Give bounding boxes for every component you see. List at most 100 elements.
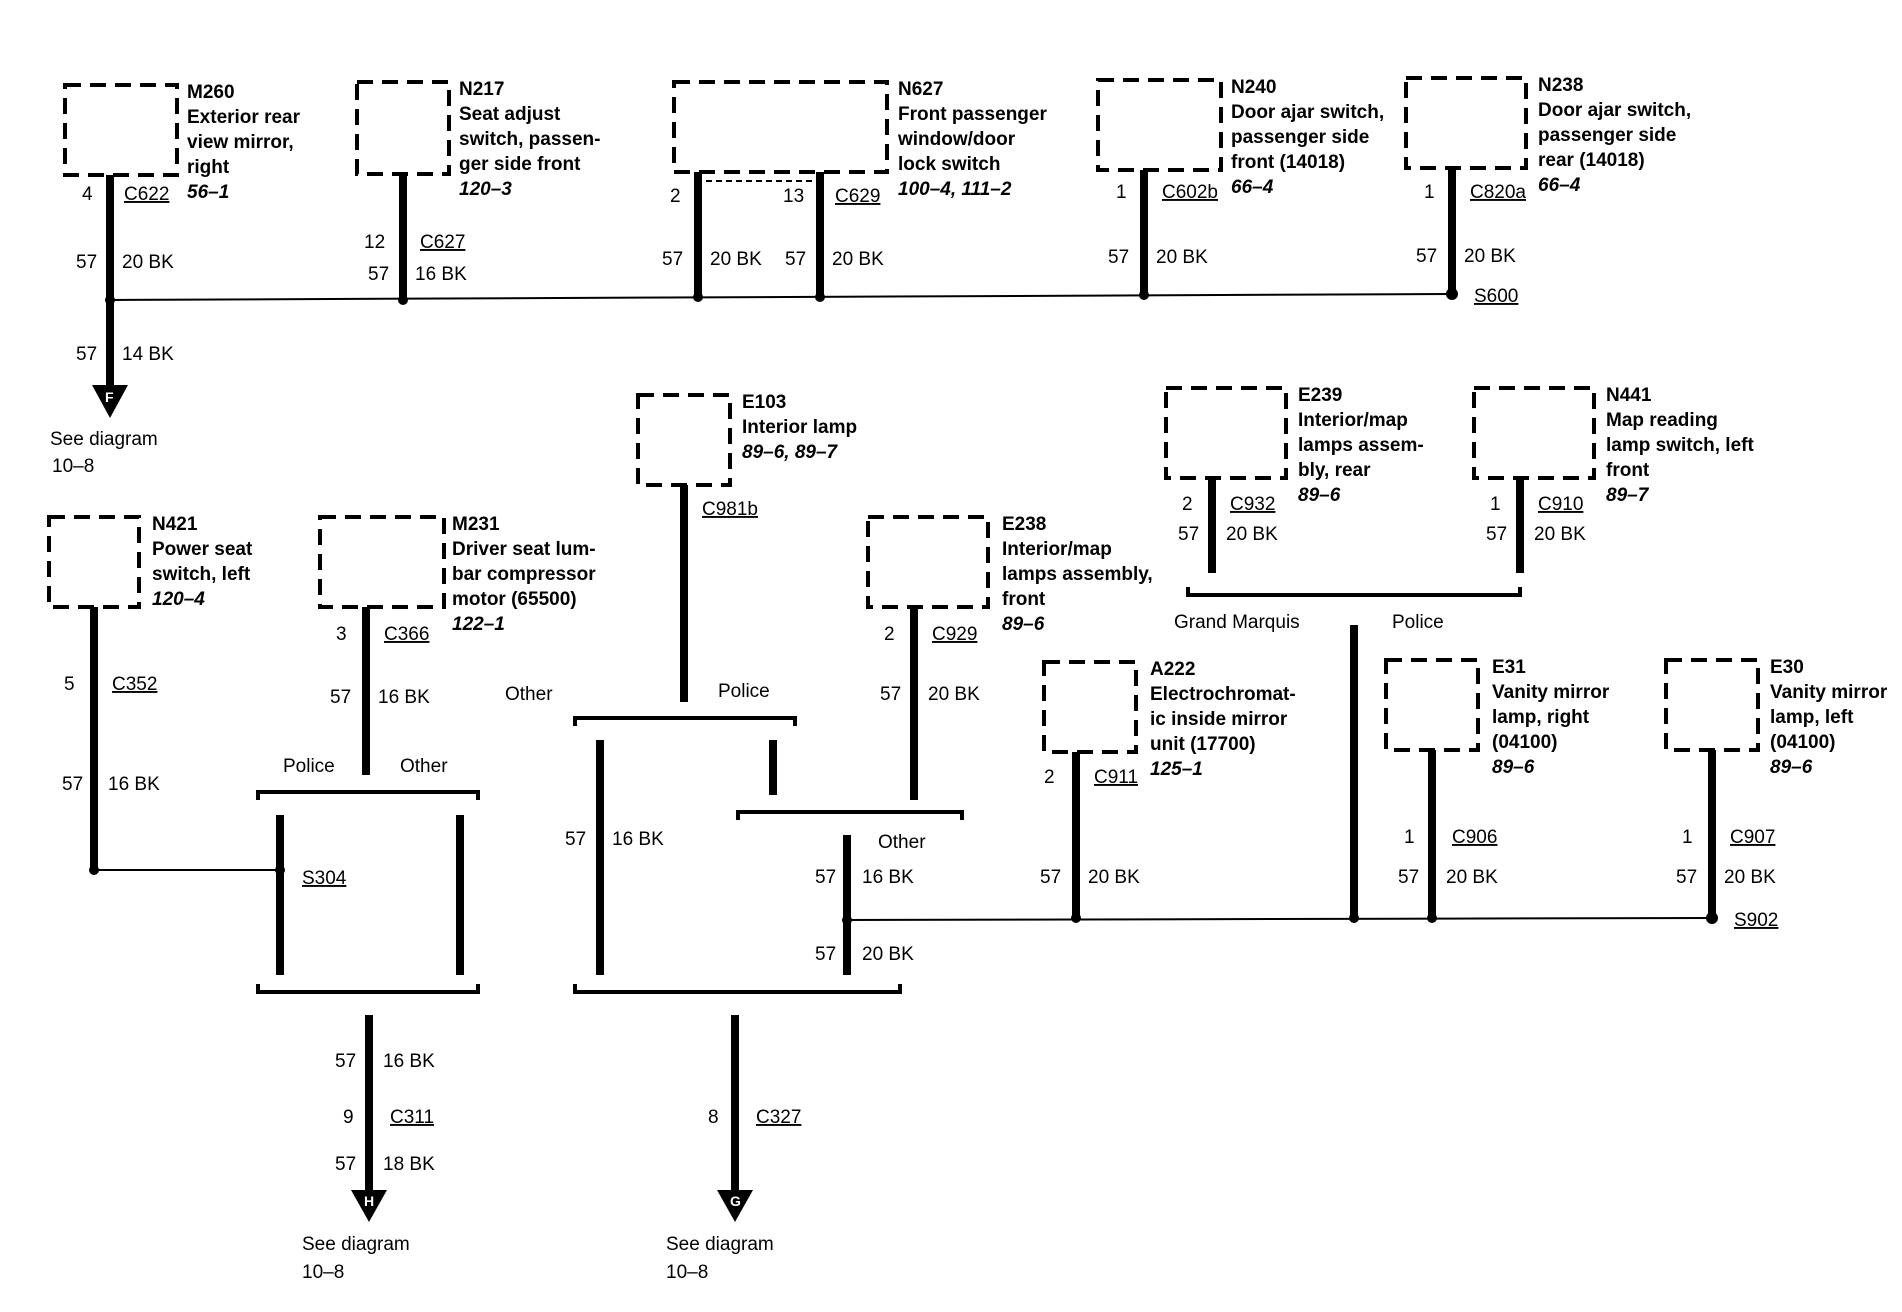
- svg-text:89–6: 89–6: [1492, 757, 1535, 778]
- svg-text:16 BK: 16 BK: [383, 1051, 435, 1072]
- svg-text:16 BK: 16 BK: [108, 774, 160, 795]
- svg-text:bly, rear: bly, rear: [1298, 460, 1371, 481]
- svg-text:Police: Police: [283, 756, 335, 777]
- splice-s902: S902: [1734, 910, 1778, 931]
- svg-text:lamp switch, left: lamp switch, left: [1606, 435, 1754, 456]
- component-n421: N421 Power seat switch, left 120–4: [47, 514, 253, 610]
- svg-text:10–8: 10–8: [52, 456, 94, 477]
- grand-marquis-bracket: [1186, 587, 1522, 597]
- svg-text:2: 2: [1044, 767, 1055, 788]
- svg-text:2: 2: [1182, 494, 1193, 515]
- svg-text:E238: E238: [1002, 514, 1046, 535]
- svg-text:Vanity mirror: Vanity mirror: [1770, 682, 1888, 703]
- connector-c627: C627: [420, 232, 465, 253]
- svg-text:view mirror,: view mirror,: [187, 132, 294, 153]
- svg-text:Other: Other: [505, 684, 553, 705]
- svg-text:ger side front: ger side front: [459, 154, 581, 175]
- connector-c327: C327: [756, 1107, 801, 1128]
- svg-text:front (14018): front (14018): [1231, 152, 1345, 173]
- svg-text:89–7: 89–7: [1606, 485, 1650, 506]
- svg-text:9: 9: [343, 1107, 354, 1128]
- svg-text:Map reading: Map reading: [1606, 410, 1718, 431]
- svg-text:See diagram: See diagram: [666, 1234, 774, 1255]
- arrow-h-icon: [351, 1190, 387, 1222]
- svg-text:Power seat: Power seat: [152, 539, 253, 560]
- svg-text:N627: N627: [898, 79, 943, 100]
- svg-text:front: front: [1002, 589, 1046, 610]
- svg-text:10–8: 10–8: [666, 1262, 708, 1283]
- svg-text:Exterior rear: Exterior rear: [187, 107, 301, 128]
- svg-text:N217: N217: [459, 79, 504, 100]
- svg-text:motor (65500): motor (65500): [452, 589, 577, 610]
- svg-text:A222: A222: [1150, 659, 1195, 680]
- svg-text:See diagram: See diagram: [302, 1234, 410, 1255]
- svg-text:Door ajar switch,: Door ajar switch,: [1231, 102, 1384, 123]
- svg-text:Door ajar switch,: Door ajar switch,: [1538, 100, 1691, 121]
- svg-text:57: 57: [62, 774, 83, 795]
- svg-text:57: 57: [1676, 867, 1697, 888]
- connector-c929: C929: [932, 624, 977, 645]
- svg-text:switch, left: switch, left: [152, 564, 251, 585]
- connector-c907: C907: [1730, 827, 1775, 848]
- svg-text:57: 57: [335, 1154, 356, 1175]
- svg-text:1: 1: [1490, 494, 1501, 515]
- svg-text:window/door: window/door: [897, 129, 1016, 150]
- svg-text:Vanity mirror: Vanity mirror: [1492, 682, 1610, 703]
- svg-text:N441: N441: [1606, 385, 1652, 406]
- svg-text:20 BK: 20 BK: [928, 684, 980, 705]
- e238-option-bracket: [736, 810, 964, 820]
- svg-text:E239: E239: [1298, 385, 1342, 406]
- svg-text:20 BK: 20 BK: [1724, 867, 1776, 888]
- e103-option-bracket: [573, 716, 797, 726]
- splice-s600: S600: [1474, 286, 1518, 307]
- svg-text:57: 57: [368, 264, 389, 285]
- svg-text:H: H: [364, 1193, 374, 1209]
- svg-text:66–4: 66–4: [1231, 177, 1274, 198]
- component-e31: E31 Vanity mirror lamp, right (04100) 89…: [1384, 657, 1610, 778]
- svg-text:lamp, left: lamp, left: [1770, 707, 1854, 728]
- svg-text:Interior lamp: Interior lamp: [742, 417, 857, 438]
- svg-text:20 BK: 20 BK: [832, 249, 884, 270]
- connector-c911: C911: [1094, 767, 1138, 788]
- svg-text:Other: Other: [400, 756, 448, 777]
- svg-text:2: 2: [884, 624, 895, 645]
- svg-text:front: front: [1606, 460, 1650, 481]
- svg-text:3: 3: [336, 624, 347, 645]
- svg-text:1: 1: [1404, 827, 1415, 848]
- svg-text:N421: N421: [152, 514, 198, 535]
- connector-c311: C311: [390, 1107, 434, 1128]
- connector-c981b: C981b: [702, 499, 758, 520]
- svg-text:M231: M231: [452, 514, 500, 535]
- svg-text:20 BK: 20 BK: [1464, 246, 1516, 267]
- component-m231: M231 Driver seat lum- bar compressor mot…: [318, 514, 596, 635]
- ground-bus-s902: [846, 917, 1713, 921]
- svg-text:Front passenger: Front passenger: [898, 104, 1047, 125]
- svg-text:lamps assembly,: lamps assembly,: [1002, 564, 1153, 585]
- ground-bus-s600: [109, 293, 1451, 301]
- svg-text:57: 57: [76, 344, 97, 365]
- component-e103: E103 Interior lamp 89–6, 89–7: [636, 392, 857, 487]
- svg-text:F: F: [105, 389, 114, 405]
- svg-text:57: 57: [565, 829, 586, 850]
- svg-text:passenger side: passenger side: [1231, 127, 1369, 148]
- component-m260: M260 Exterior rear view mirror, right 56…: [63, 82, 301, 203]
- svg-text:57: 57: [1416, 246, 1437, 267]
- svg-text:57: 57: [785, 249, 806, 270]
- arrow-g-icon: [717, 1190, 753, 1222]
- component-e239: E239 Interior/map lamps assem- bly, rear…: [1164, 385, 1424, 506]
- svg-text:57: 57: [815, 867, 836, 888]
- component-n217: N217 Seat adjust switch, passen- ger sid…: [355, 79, 601, 200]
- connector-c352: C352: [112, 674, 157, 695]
- svg-text:20 BK: 20 BK: [1226, 524, 1278, 545]
- svg-text:13: 13: [783, 186, 804, 207]
- page-ref: 56–1: [187, 182, 229, 203]
- svg-text:89–6: 89–6: [1770, 757, 1813, 778]
- component-a222: A222 Electrochromat- ic inside mirror un…: [1042, 659, 1296, 780]
- arrow-f-icon: [92, 385, 128, 418]
- svg-text:Seat adjust: Seat adjust: [459, 104, 561, 125]
- svg-text:89–6: 89–6: [1298, 485, 1341, 506]
- svg-text:20 BK: 20 BK: [1156, 247, 1208, 268]
- svg-text:(04100): (04100): [1770, 732, 1836, 753]
- svg-text:20 BK: 20 BK: [862, 944, 914, 965]
